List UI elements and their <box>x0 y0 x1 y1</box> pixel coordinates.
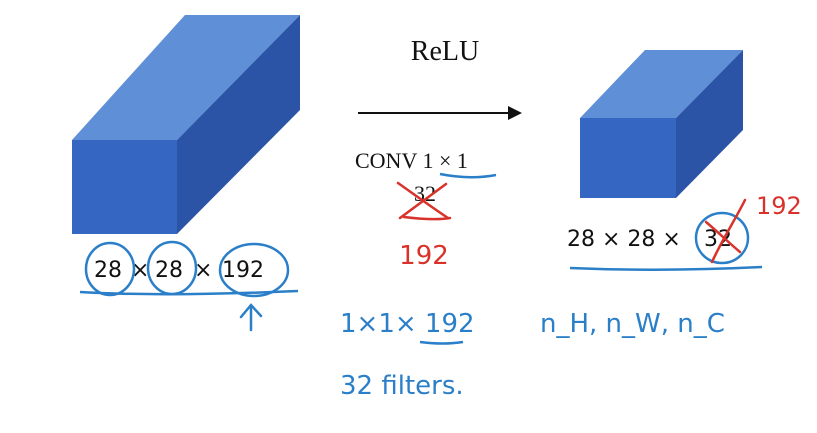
circle-input-channels <box>218 242 290 298</box>
input-volume-label: 28 × 28 × 192 <box>94 258 264 283</box>
input-cube-side-face <box>177 15 300 234</box>
cross-out-32-middle <box>396 181 452 221</box>
output-cube-front-face <box>580 118 676 198</box>
circle-input-height <box>84 241 136 297</box>
input-cube-top-face <box>72 15 300 140</box>
cross-out-32-output <box>704 198 747 264</box>
input-dim-channels: 192 <box>222 258 264 283</box>
input-cube-front-face <box>72 140 177 234</box>
circle-output-channels <box>694 211 750 265</box>
output-cube-top-face <box>580 50 743 118</box>
input-dim-height: 28 <box>94 258 122 283</box>
output-cube-side-face <box>676 50 743 198</box>
note-filter-dims: 1×1× 192 <box>340 309 475 339</box>
input-times-1: × <box>131 258 149 283</box>
note-filter-dims-underline <box>419 340 464 345</box>
output-volume-dims: 28 × 28 × <box>567 227 681 252</box>
output-channels-correction: 192 <box>756 192 802 220</box>
input-times-2: × <box>194 258 212 283</box>
note-dims-notation: n_H, n_W, n_C <box>540 309 725 339</box>
input-underline <box>79 289 299 296</box>
conv-label: CONV 1 × 1 <box>355 148 468 173</box>
input-dim-width: 28 <box>155 258 183 283</box>
note-num-filters: 32 filters. <box>340 371 464 401</box>
activation-label: ReLU <box>411 36 479 67</box>
input-volume-cube <box>72 15 300 234</box>
conv-kernel-underline <box>439 172 497 179</box>
up-arrow-icon <box>239 303 263 332</box>
operation-arrow <box>358 106 522 120</box>
output-underline <box>569 265 763 272</box>
conv-filters-handwritten: 192 <box>399 241 449 271</box>
output-volume-cube <box>580 50 743 198</box>
